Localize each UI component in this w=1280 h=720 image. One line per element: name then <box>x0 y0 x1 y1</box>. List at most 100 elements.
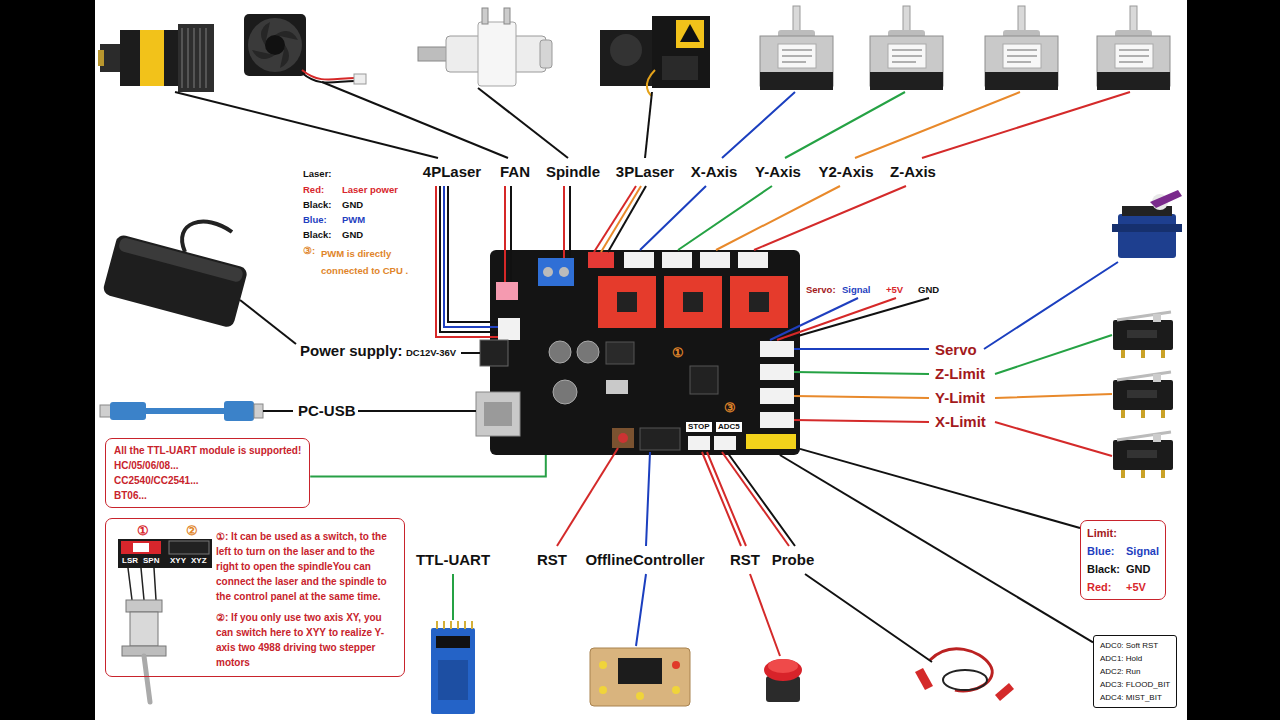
control-board <box>577 341 599 363</box>
usb-cable <box>254 404 263 418</box>
usb-cable <box>224 401 254 421</box>
probe-clips <box>915 668 933 690</box>
control-board <box>749 292 769 312</box>
power-adapter <box>102 234 248 329</box>
wire-signal: Laser power <box>342 184 398 195</box>
wire-signal: +5V <box>1126 578 1159 596</box>
control-board <box>714 436 736 450</box>
control-board <box>746 434 796 449</box>
laser-module <box>652 16 710 88</box>
leader-line <box>175 92 438 158</box>
port-label: RST <box>730 551 760 569</box>
port-label: OfflineController <box>585 551 704 569</box>
pin-label: Signal <box>842 284 871 295</box>
port-tag: STOP <box>686 422 712 432</box>
spindle-motor <box>418 47 450 61</box>
control-board <box>662 252 692 268</box>
control-board <box>730 276 788 328</box>
control-board <box>618 433 628 443</box>
control-board <box>598 276 656 328</box>
pin-label: GND <box>918 284 939 295</box>
cooling-fan <box>265 35 285 55</box>
usb-cable <box>146 408 226 414</box>
control-board <box>760 388 794 404</box>
spindle-motor <box>418 8 552 86</box>
usb-cable <box>100 401 263 421</box>
stepper-motor <box>1097 6 1170 90</box>
port-label: RST <box>537 551 567 569</box>
servo-motor <box>1112 190 1182 258</box>
pin-row: ADC1: Hold <box>1100 652 1170 665</box>
emergency-stop <box>764 659 802 702</box>
wire-signal: GND <box>342 229 363 240</box>
note-box: ①: It can be used as a switch, to the le… <box>105 518 405 677</box>
pin-row: ADC3: FLOOD_BIT <box>1100 678 1170 691</box>
leader-line <box>478 88 568 158</box>
bluetooth-module <box>431 621 475 714</box>
wire-signal: Signal <box>1126 542 1159 560</box>
control-board <box>738 252 768 268</box>
pillar-bar <box>0 0 95 720</box>
control-board <box>538 258 574 286</box>
cooling-fan <box>252 22 298 68</box>
wire-bundle <box>601 186 641 252</box>
pillar-bar <box>1187 0 1280 720</box>
connector-group <box>310 449 1093 642</box>
power-adapter <box>102 222 248 329</box>
port-label: Probe <box>772 551 815 569</box>
pin-table: ADC0: Soft RSTADC1: HoldADC2: RunADC3: F… <box>1093 635 1177 708</box>
laser-module <box>600 16 710 96</box>
bluetooth-module <box>436 636 470 648</box>
leader-line <box>702 452 780 656</box>
leader-line <box>722 452 789 546</box>
usb-cable <box>110 402 146 420</box>
control-board <box>700 252 730 268</box>
leader-line <box>557 448 618 546</box>
control-board <box>490 250 800 455</box>
note-text: ②: If you only use two axis XY, you can … <box>216 610 396 670</box>
note-box: All the TTL-UART module is supported!HC/… <box>105 438 310 508</box>
spindle-motor <box>478 22 516 86</box>
note-line: BT06... <box>114 488 301 503</box>
toggle-switch <box>130 612 158 646</box>
control-board <box>683 292 703 312</box>
control-board <box>624 252 654 268</box>
control-board <box>760 412 794 428</box>
cooling-fan <box>248 18 302 72</box>
toggle-switch <box>126 600 162 612</box>
emergency-stop <box>768 659 798 673</box>
control-board <box>553 380 577 404</box>
leader-line <box>678 92 905 250</box>
wire-bundle <box>436 186 498 337</box>
leader-line <box>322 82 508 158</box>
wire-color: Red: <box>1087 578 1120 596</box>
laser-module <box>610 34 642 66</box>
port-label: X-Axis <box>691 163 738 181</box>
probe-clips <box>943 670 987 690</box>
callout-number: ③: <box>303 245 315 256</box>
offline-controller <box>599 661 607 669</box>
laser-module <box>98 24 214 92</box>
laser-module <box>178 24 214 92</box>
laser-module <box>662 56 698 80</box>
control-board <box>498 318 520 340</box>
servo-motor <box>1118 214 1176 258</box>
pin-heading: Servo: <box>806 284 836 295</box>
port-label: Y-Limit <box>935 389 985 407</box>
servo-motor <box>1150 190 1182 208</box>
offline-controller <box>618 658 662 684</box>
leader-line <box>794 394 1112 398</box>
port-label: Power supply: <box>300 342 403 360</box>
note-text: ①: It can be used as a switch, to the le… <box>216 529 396 604</box>
note-heading: All the TTL-UART module is supported! <box>114 443 301 458</box>
control-board <box>606 342 634 364</box>
control-board <box>476 250 800 455</box>
jumper-label: XYY <box>170 556 186 566</box>
cooling-fan <box>244 14 306 76</box>
port-label: TTL-UART <box>416 551 490 569</box>
toggle-switch <box>118 539 212 702</box>
port-label: 4PLaser <box>423 163 481 181</box>
cooling-fan <box>354 74 366 84</box>
